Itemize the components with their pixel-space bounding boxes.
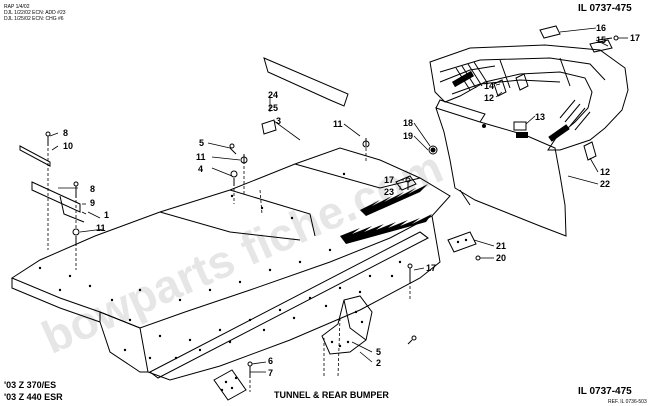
bumper-clip-12 bbox=[583, 141, 597, 161]
part-20-nut bbox=[475, 255, 481, 261]
callout-5-upper: 5 bbox=[199, 138, 204, 148]
heat-exchanger-fins bbox=[340, 184, 432, 244]
washer-19 bbox=[428, 145, 438, 155]
plate-6 bbox=[213, 369, 247, 401]
revision-line-1: RAP 1/4/02 bbox=[4, 4, 30, 10]
callout-17-bottom: 17 bbox=[426, 263, 436, 273]
callout-17-top: 17 bbox=[630, 33, 640, 43]
bumper-grips bbox=[451, 70, 570, 142]
callout-1: 1 bbox=[104, 210, 109, 220]
model-line-2: '03 Z 440 ESR bbox=[4, 392, 63, 402]
bracket-2-holes bbox=[330, 310, 364, 348]
fasteners bbox=[45, 35, 619, 378]
part-13-clip bbox=[513, 121, 527, 131]
leader-lines bbox=[49, 27, 628, 373]
decal-16-left bbox=[539, 25, 561, 39]
callouts: 8 10 8 9 1 11 5 11 4 24 25 3 11 18 19 17… bbox=[63, 23, 640, 378]
rear-bumper bbox=[429, 44, 629, 151]
diagram-title: TUNNEL & REAR BUMPER bbox=[274, 390, 389, 400]
watermark: bowparts fiche.com bbox=[34, 140, 450, 363]
callout-22: 22 bbox=[600, 179, 610, 189]
decal-24 bbox=[261, 119, 277, 135]
bracket-9 bbox=[31, 181, 85, 223]
callout-11-left: 11 bbox=[96, 223, 106, 233]
decal-16-right bbox=[589, 39, 613, 53]
callout-18: 18 bbox=[403, 118, 413, 128]
plate-21 bbox=[447, 231, 477, 253]
callout-12-top: 12 bbox=[484, 93, 494, 103]
callout-25: 25 bbox=[268, 103, 278, 113]
snow-flap bbox=[435, 99, 567, 237]
callout-8-bottom: 8 bbox=[90, 184, 95, 194]
bracket-10 bbox=[19, 145, 51, 167]
reference-id: REF. IL 0736-503 bbox=[608, 399, 647, 405]
illustration-id-top: IL 0737-475 bbox=[578, 3, 632, 14]
callout-2: 2 bbox=[376, 358, 381, 368]
callout-23: 23 bbox=[384, 187, 394, 197]
flap-mount-bolts bbox=[430, 124, 486, 153]
bumper-brace bbox=[263, 57, 349, 107]
callout-17-mid: 17 bbox=[384, 175, 394, 185]
illustration-id-bottom: IL 0737-475 bbox=[578, 386, 632, 397]
revision-line-3: DJL 1/25/02 ECN: CHG #6 bbox=[4, 16, 64, 22]
callout-5-lower: 5 bbox=[376, 347, 381, 357]
callout-19: 19 bbox=[403, 131, 413, 141]
callout-9: 9 bbox=[90, 198, 95, 208]
revision-line-2: DJL 1/22/02 ECN: ADD #23 bbox=[4, 10, 66, 16]
callout-16: 16 bbox=[596, 23, 606, 33]
tunnel-rivets bbox=[38, 172, 402, 360]
assembly-lines bbox=[47, 148, 411, 392]
bracket-2 bbox=[321, 295, 373, 355]
callout-7: 7 bbox=[268, 368, 273, 378]
tunnel bbox=[10, 147, 451, 381]
model-line-1: '03 Z 370/ES bbox=[4, 380, 56, 390]
callout-21: 21 bbox=[496, 241, 506, 251]
callout-4: 4 bbox=[198, 164, 203, 174]
callout-11-mid: 11 bbox=[196, 152, 206, 162]
callout-12-right: 12 bbox=[600, 167, 610, 177]
callout-15: 15 bbox=[596, 35, 606, 45]
callout-6: 6 bbox=[268, 356, 273, 366]
callout-24: 24 bbox=[268, 90, 278, 100]
callout-14: 14 bbox=[484, 81, 494, 91]
callout-3: 3 bbox=[276, 116, 281, 126]
callout-13: 13 bbox=[535, 112, 545, 122]
callout-10: 10 bbox=[63, 141, 73, 151]
callout-20: 20 bbox=[496, 253, 506, 263]
bumper-clip-14 bbox=[493, 73, 529, 97]
callout-8-top: 8 bbox=[63, 128, 68, 138]
callout-11-right: 11 bbox=[333, 119, 343, 129]
